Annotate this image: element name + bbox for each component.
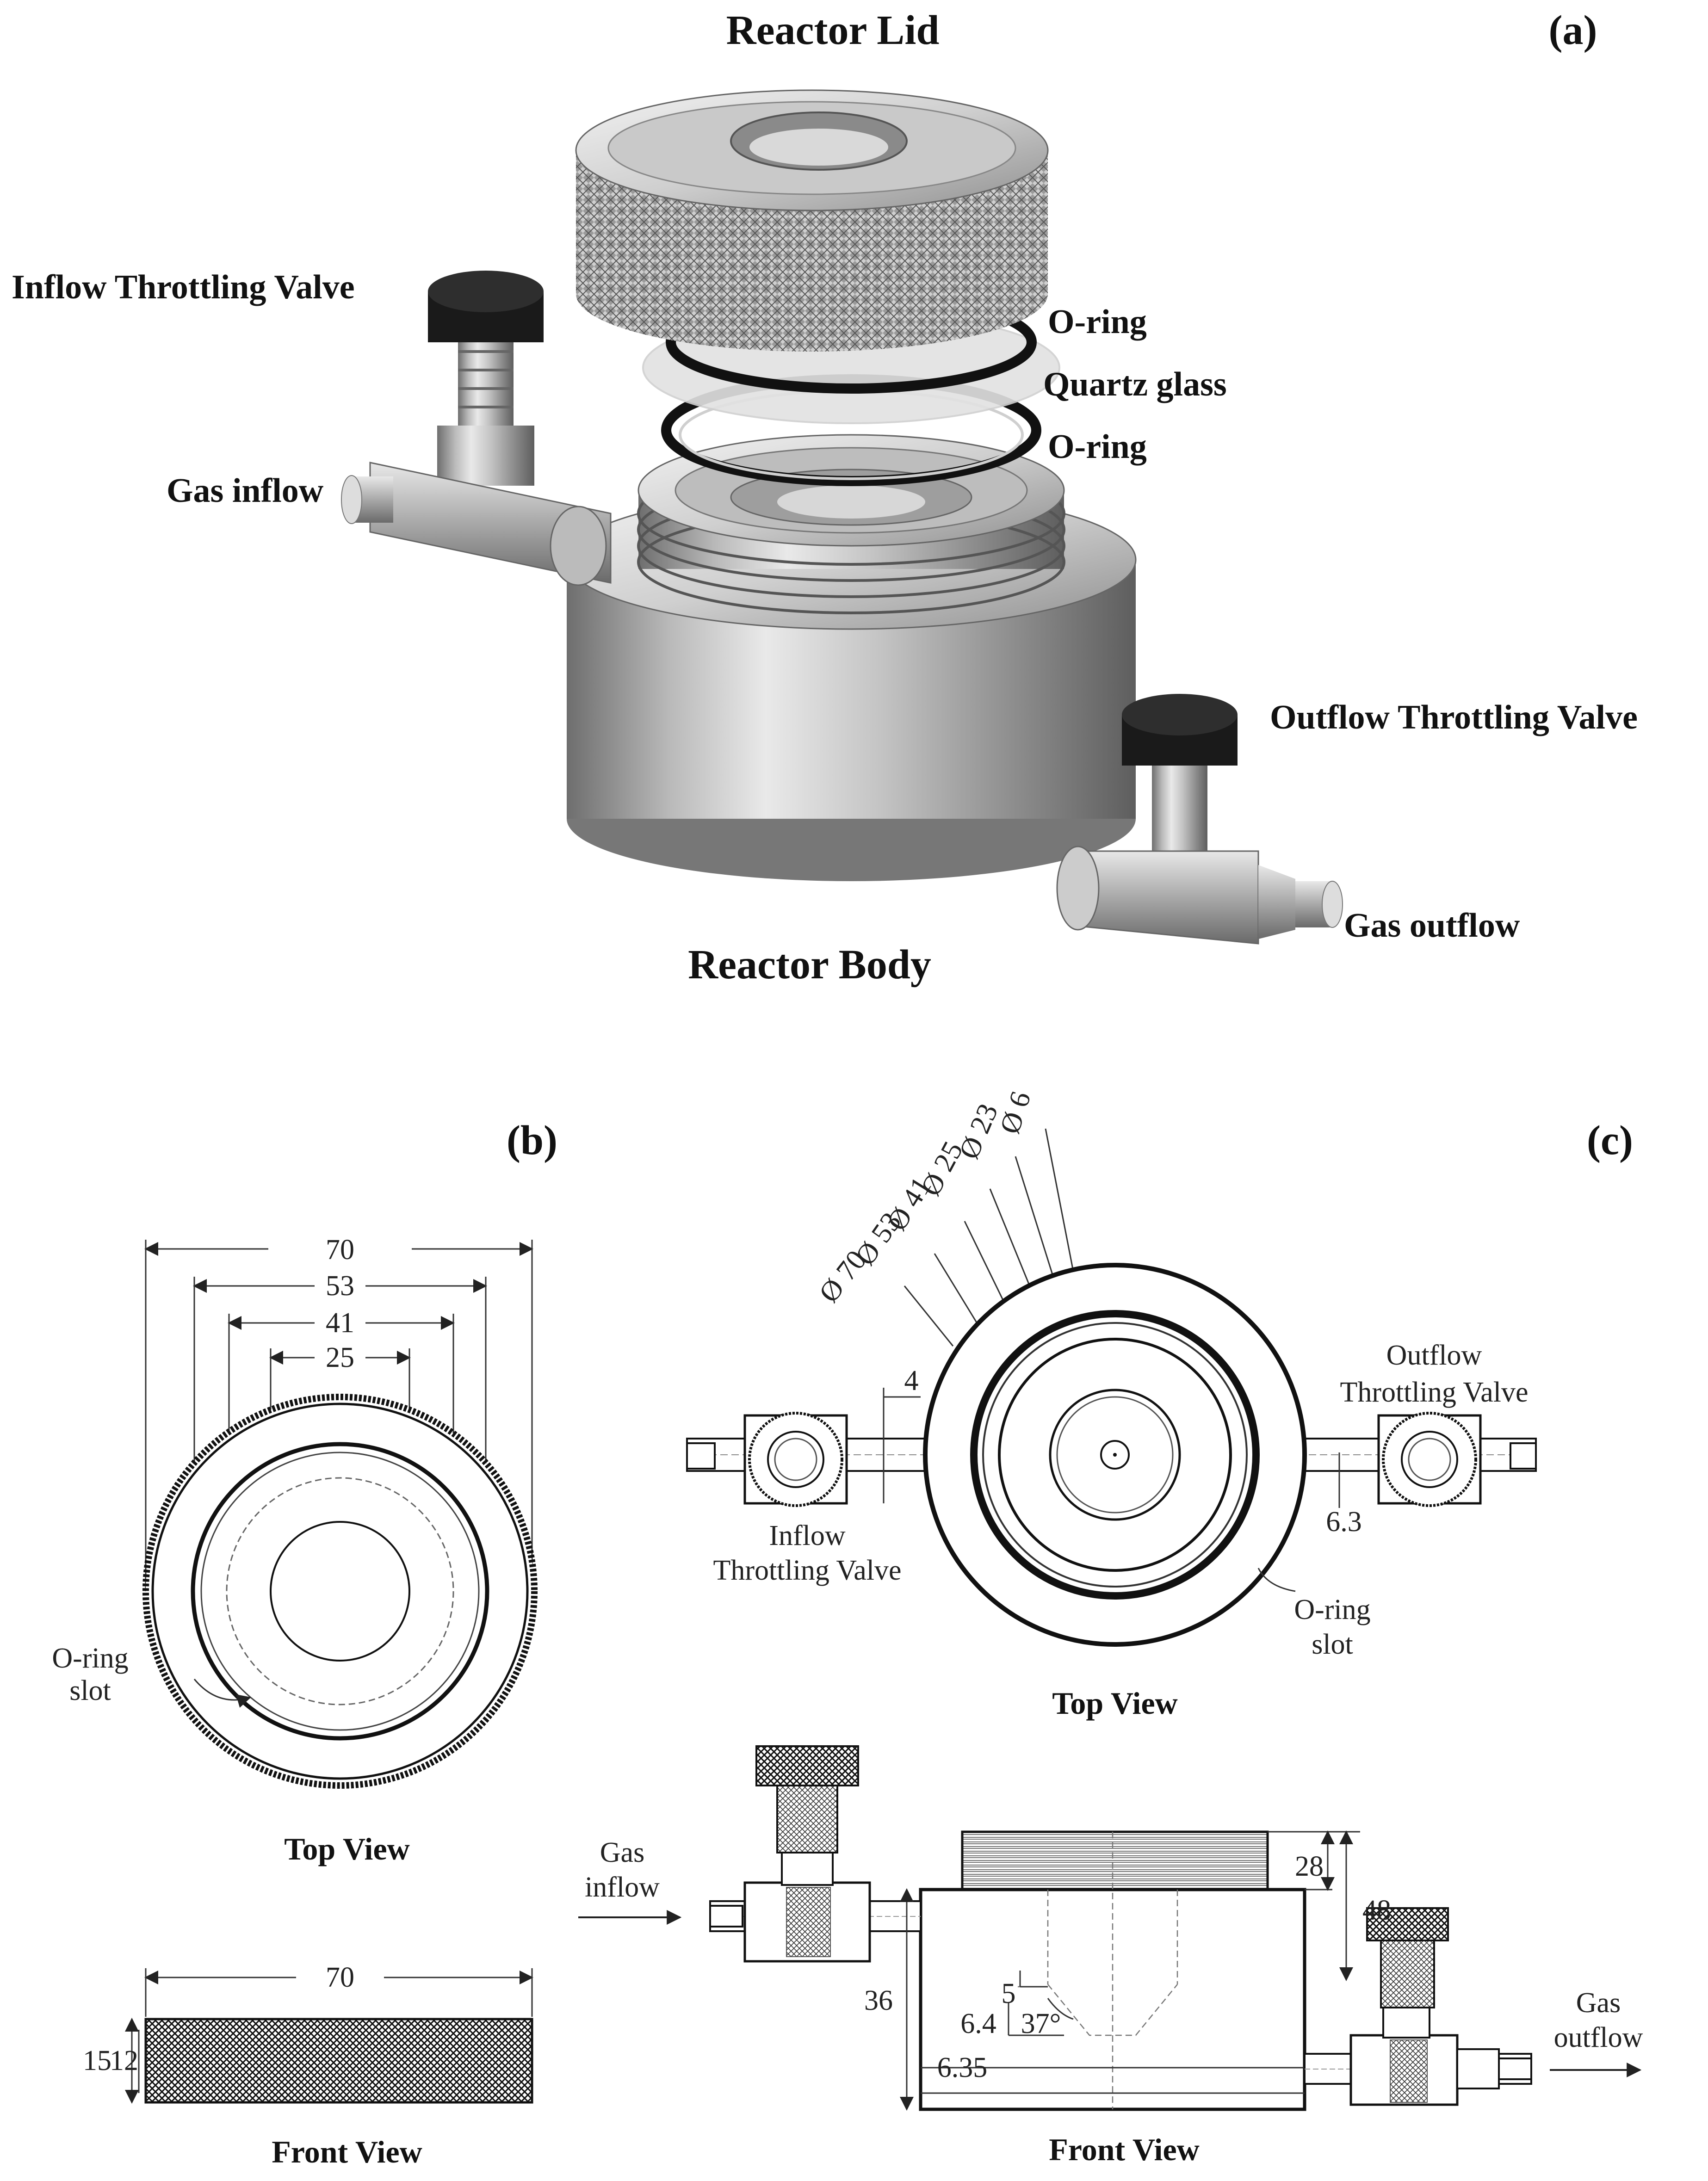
panel-b-tag: (b) xyxy=(507,1118,557,1163)
b-top-view-drawing xyxy=(142,1394,538,1789)
panel-b: (b) 70 53 41 25 xyxy=(52,1118,557,2169)
reactor-lid-label: Reactor Lid xyxy=(726,7,940,53)
c-o-ring-slot-1: O-ring xyxy=(1294,1594,1370,1625)
reactor-body xyxy=(566,434,1137,881)
b-dim-53: 53 xyxy=(326,1270,354,1302)
c-dia-6: Ø 6 xyxy=(994,1087,1037,1137)
c-gas-outflow-2: outflow xyxy=(1554,2022,1643,2053)
panel-a-tag: (a) xyxy=(1549,7,1597,53)
c-inflow-label-2: Throttling Valve xyxy=(713,1555,902,1586)
c-dim-48: 48 xyxy=(1362,1895,1391,1926)
c-dim-6-35: 6.35 xyxy=(937,2052,988,2083)
c-inflow-label-1: Inflow xyxy=(769,1520,846,1551)
b-dim-70: 70 xyxy=(326,1234,354,1266)
c-front-view-drawing xyxy=(709,1745,1532,2111)
inflow-valve-label: Inflow Throttling Valve xyxy=(12,268,355,306)
c-dim-37deg: 37° xyxy=(1021,2008,1061,2039)
gas-inflow-label: Gas inflow xyxy=(167,472,324,510)
b-front-dim-15: 15 xyxy=(83,2045,111,2076)
b-dim-41: 41 xyxy=(326,1307,354,1339)
c-o-ring-slot-2: slot xyxy=(1312,1629,1353,1660)
c-dim-6-3: 6.3 xyxy=(1326,1506,1362,1538)
c-dim-4: 4 xyxy=(904,1365,919,1396)
c-gas-outflow-1: Gas xyxy=(1576,1987,1621,2019)
c-gas-inflow-1: Gas xyxy=(600,1837,644,1868)
panel-c-tag: (c) xyxy=(1587,1118,1633,1163)
c-front-view-label: Front View xyxy=(1049,2132,1200,2167)
outflow-valve-label: Outflow Throttling Valve xyxy=(1270,698,1638,736)
c-dim-5: 5 xyxy=(1002,1978,1016,2009)
b-front-dim-70: 70 xyxy=(326,1962,354,1993)
reactor-body-label: Reactor Body xyxy=(688,942,931,988)
o-ring-upper-label: O-ring xyxy=(1048,303,1147,341)
c-gas-inflow-2: inflow xyxy=(585,1872,660,1903)
gas-outflow-label: Gas outflow xyxy=(1344,907,1520,945)
c-dim-28: 28 xyxy=(1295,1851,1324,1882)
o-ring-lower-label: O-ring xyxy=(1048,428,1147,466)
b-front-view-label: Front View xyxy=(272,2134,422,2169)
c-dia-23: Ø 23 xyxy=(953,1099,1004,1163)
c-outflow-label-1: Outflow xyxy=(1386,1340,1482,1371)
c-dim-6-4: 6.4 xyxy=(960,2008,996,2039)
panel-c: (c) Ø 70 Ø 53 Ø 41 Ø 25 Ø 23 Ø 6 xyxy=(578,1087,1643,2167)
quartz-glass-label: Quartz glass xyxy=(1043,365,1227,403)
b-front-view-drawing xyxy=(144,2018,533,2104)
inflow-valve-shape xyxy=(341,271,612,586)
panel-a: Reactor Lid (a) Inflow Throttling Valve … xyxy=(12,7,1638,988)
b-front-dim-12: 12 xyxy=(110,2045,138,2076)
c-outflow-label-2: Throttling Valve xyxy=(1340,1377,1529,1408)
outflow-valve-shape xyxy=(1056,694,1343,945)
b-o-ring-slot-1: O-ring xyxy=(52,1643,128,1674)
reactor-lid xyxy=(575,89,1049,352)
c-dim-36: 36 xyxy=(864,1985,893,2016)
b-o-ring-slot-2: slot xyxy=(69,1675,111,1706)
c-top-view-drawing xyxy=(686,1263,1537,1647)
c-top-view-label: Top View xyxy=(1052,1686,1177,1721)
b-top-view-label: Top View xyxy=(284,1831,409,1866)
b-dim-25: 25 xyxy=(326,1342,354,1373)
